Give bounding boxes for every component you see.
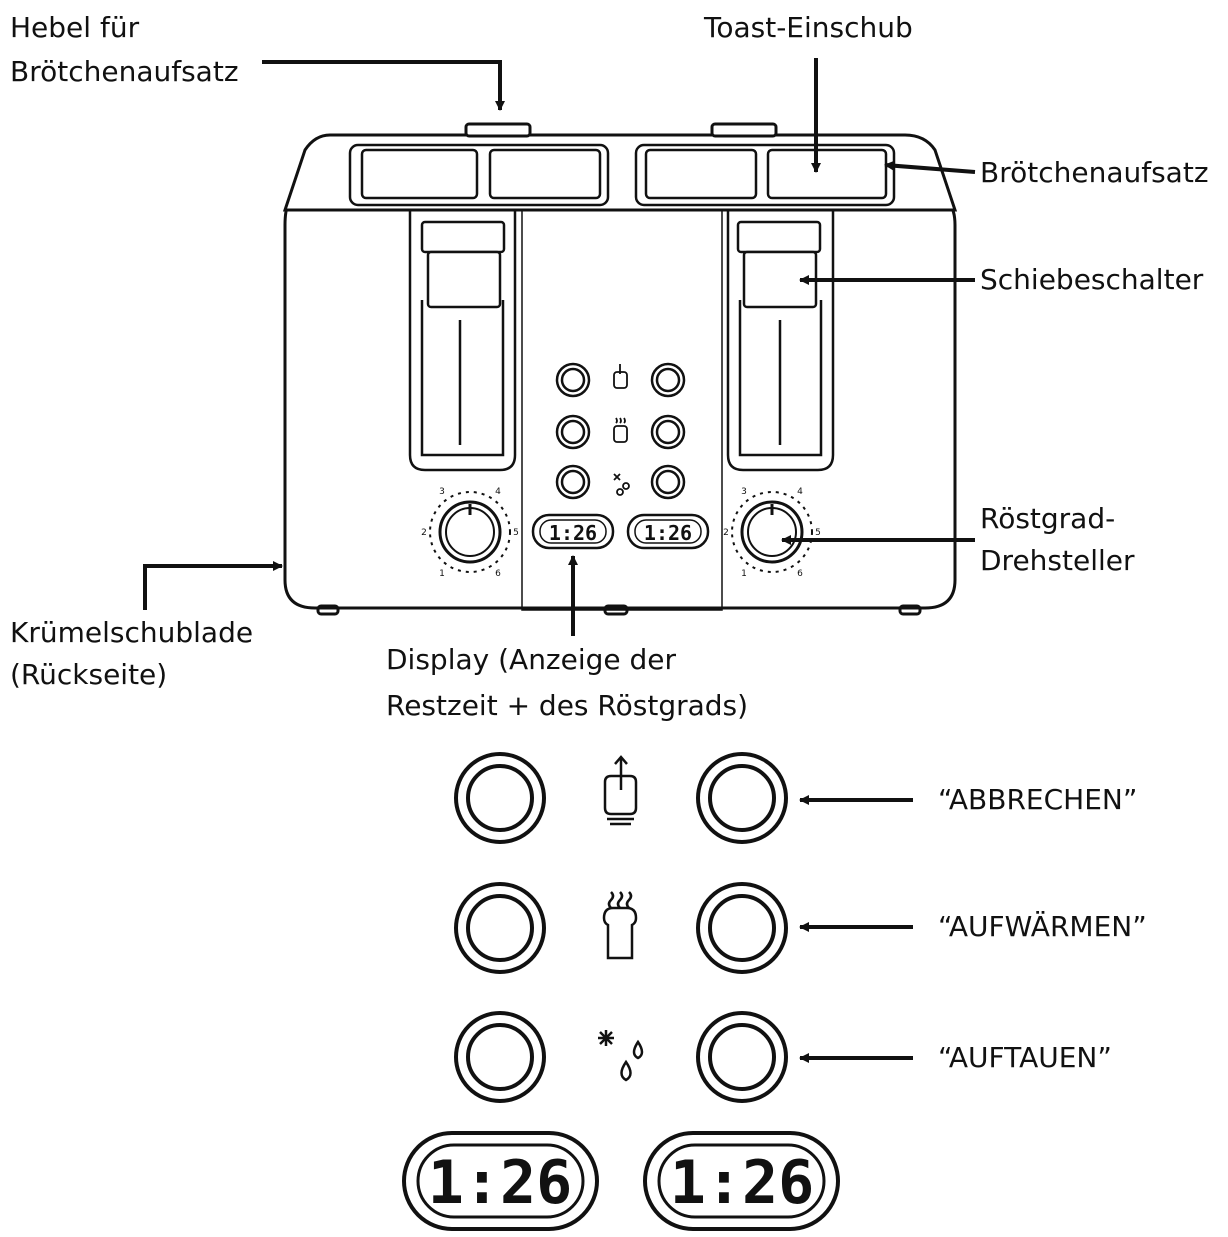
reheat-button-right-small[interactable]	[650, 414, 686, 450]
slide-switch-left[interactable]	[420, 220, 506, 309]
label-display-line2: Restzeit + des Röstgrads)	[386, 689, 749, 722]
label-dial-line2: Drehsteller	[980, 544, 1135, 577]
arrow-crumb-tray	[143, 561, 283, 610]
defrost-button-right[interactable]	[696, 1011, 788, 1103]
label-crumb-line2: (Rückseite)	[10, 658, 168, 691]
label-crumb-line1: Krümelschublade	[10, 616, 254, 649]
reheat-button-left-small[interactable]	[555, 414, 591, 450]
defrost-icon-small	[613, 473, 630, 496]
dial-right-scale-3: 3	[741, 487, 747, 497]
reheat-icon	[602, 891, 638, 960]
label-toast-slot: Toast-Einschub	[704, 11, 913, 44]
control-panel	[521, 209, 723, 611]
slide-switch-right[interactable]	[736, 220, 822, 309]
svg-text:1:26: 1:26	[670, 1148, 815, 1218]
label-slide-switch: Schiebeschalter	[980, 263, 1204, 296]
cancel-icon	[603, 755, 638, 826]
slide-channels	[408, 210, 835, 472]
browning-dial-left[interactable]	[429, 491, 511, 573]
reheat-button-left[interactable]	[454, 882, 546, 974]
defrost-button-left[interactable]	[454, 1011, 546, 1103]
label-defrost: “AUFTAUEN”	[938, 1041, 1112, 1074]
dial-right-scale-2: 2	[723, 528, 729, 538]
defrost-button-left-small[interactable]	[555, 464, 591, 500]
arrow-lever	[262, 60, 505, 111]
svg-text:1:26: 1:26	[428, 1148, 573, 1218]
dial-left-scale-5: 5	[513, 528, 519, 538]
display-right-small: 1:26	[626, 513, 710, 550]
dial-right-scale-5: 5	[815, 528, 821, 538]
svg-text:1:26: 1:26	[549, 521, 597, 545]
cancel-button-right-small[interactable]	[650, 362, 686, 398]
dial-left-scale-2: 2	[421, 528, 427, 538]
bun-rack	[348, 143, 896, 207]
dial-left-scale-6: 6	[495, 569, 501, 579]
cancel-button-left-small[interactable]	[555, 362, 591, 398]
display-left: 1:26	[402, 1131, 599, 1231]
dial-right-scale-6: 6	[797, 569, 803, 579]
cancel-button-right[interactable]	[696, 752, 788, 844]
dial-left-scale-3: 3	[439, 487, 445, 497]
browning-dial-right[interactable]	[731, 491, 813, 573]
reheat-button-right[interactable]	[696, 882, 788, 974]
label-lever-line2: Brötchenaufsatz	[10, 55, 239, 88]
label-cancel: “ABBRECHEN”	[938, 783, 1138, 816]
dial-left-scale-4: 4	[495, 487, 501, 497]
dial-right-scale-4: 4	[797, 487, 803, 497]
display-right: 1:26	[643, 1131, 840, 1231]
defrost-icon	[598, 1030, 644, 1082]
label-display-line1: Display (Anzeige der	[386, 643, 677, 676]
cancel-icon-small	[613, 364, 628, 389]
reheat-icon-small	[613, 417, 628, 443]
dial-right-scale-1: 1	[741, 569, 747, 579]
label-bun-rack: Brötchenaufsatz	[980, 156, 1209, 189]
label-dial-line1: Röstgrad-	[980, 502, 1116, 535]
defrost-button-right-small[interactable]	[650, 464, 686, 500]
dial-left-scale-1: 1	[439, 569, 445, 579]
display-left-small: 1:26	[531, 513, 615, 550]
label-reheat: “AUFWÄRMEN”	[938, 910, 1147, 943]
cancel-button-left[interactable]	[454, 752, 546, 844]
arrow-bun-rack	[884, 160, 976, 174]
svg-text:1:26: 1:26	[644, 521, 692, 545]
label-lever-line1: Hebel für	[10, 11, 140, 44]
